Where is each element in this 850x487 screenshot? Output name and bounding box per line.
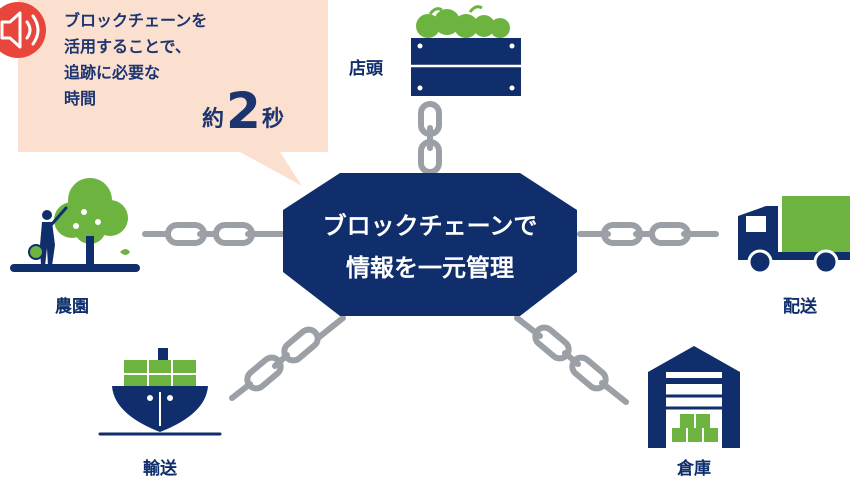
warehouse-icon	[648, 346, 740, 448]
central-hub	[283, 173, 577, 316]
speaker-icon	[0, 2, 46, 58]
chain-to-delivery	[577, 222, 719, 246]
callout-line4: 時間	[64, 89, 96, 108]
delivery-truck-icon	[738, 196, 850, 275]
hub-text-line2: 情報を一元管理	[346, 254, 514, 282]
callout-prefix: 約	[202, 106, 224, 132]
hub-text-line1: ブロックチェーンで	[323, 212, 538, 240]
chain-to-shipping	[229, 315, 346, 401]
callout-bubble: ブロックチェーンを 活用することで、 追跡に必要な 時間 約 2 秒	[0, 0, 328, 186]
store-crate-icon	[411, 5, 521, 96]
farmer-icon	[28, 206, 68, 266]
chain-to-warehouse	[514, 315, 629, 405]
delivery-label: 配送	[783, 296, 818, 317]
store-label: 店頭	[349, 58, 384, 79]
chain-to-farm	[142, 222, 285, 246]
shipping-label: 輸送	[143, 458, 178, 479]
chain-to-store	[418, 101, 442, 175]
callout-line2: 活用することで、	[64, 37, 191, 56]
farm-tree-icon	[10, 178, 140, 272]
warehouse-label: 倉庫	[676, 458, 711, 479]
shipping-ship-icon	[98, 348, 222, 436]
callout-line3: 追跡に必要な	[64, 63, 160, 82]
callout-line1: ブロックチェーンを	[64, 11, 207, 30]
callout-unit: 秒	[262, 107, 284, 132]
farm-label: 農園	[55, 296, 89, 317]
callout-number: 2	[226, 82, 261, 140]
